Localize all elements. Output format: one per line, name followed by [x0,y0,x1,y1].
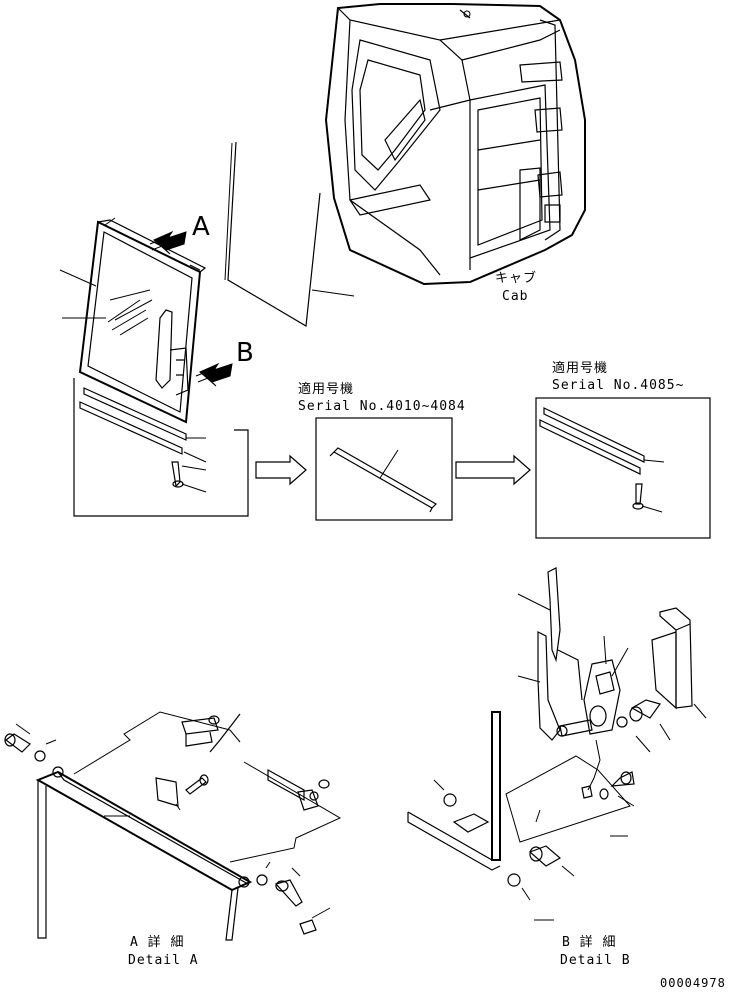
seal-box-middle [315,417,453,521]
seal-box-left [73,378,249,517]
flow-arrow-1 [255,454,307,486]
view-label-a: A [192,212,210,242]
view-label-b: B [236,338,254,368]
serial-right-jp: 適用号機 [552,361,609,376]
detail-a-label-en: Detail A [128,953,199,968]
view-arrow-b [195,362,233,387]
cab-illustration [324,3,586,286]
serial-mid-en: Serial No.4010~4084 [298,399,466,414]
glass-panel [224,141,355,327]
drawing-number: 00004978 [660,976,726,990]
cab-label-jp: キャブ [495,271,538,286]
flow-arrow-2 [455,454,531,486]
seal-box-right [535,397,711,539]
detail-b-drawing [407,567,707,921]
detail-b-label-jp: B 詳 細 [562,935,617,950]
detail-a-label-jp: A 詳 細 [130,935,185,950]
cab-label-en: Cab [502,289,529,304]
serial-mid-jp: 適用号機 [298,382,355,397]
serial-right-en: Serial No.4085~ [552,378,685,393]
view-arrow-a [149,230,187,255]
window-frame-assembly [59,217,207,424]
detail-b-label-en: Detail B [560,953,631,968]
detail-a-drawing [4,711,342,941]
